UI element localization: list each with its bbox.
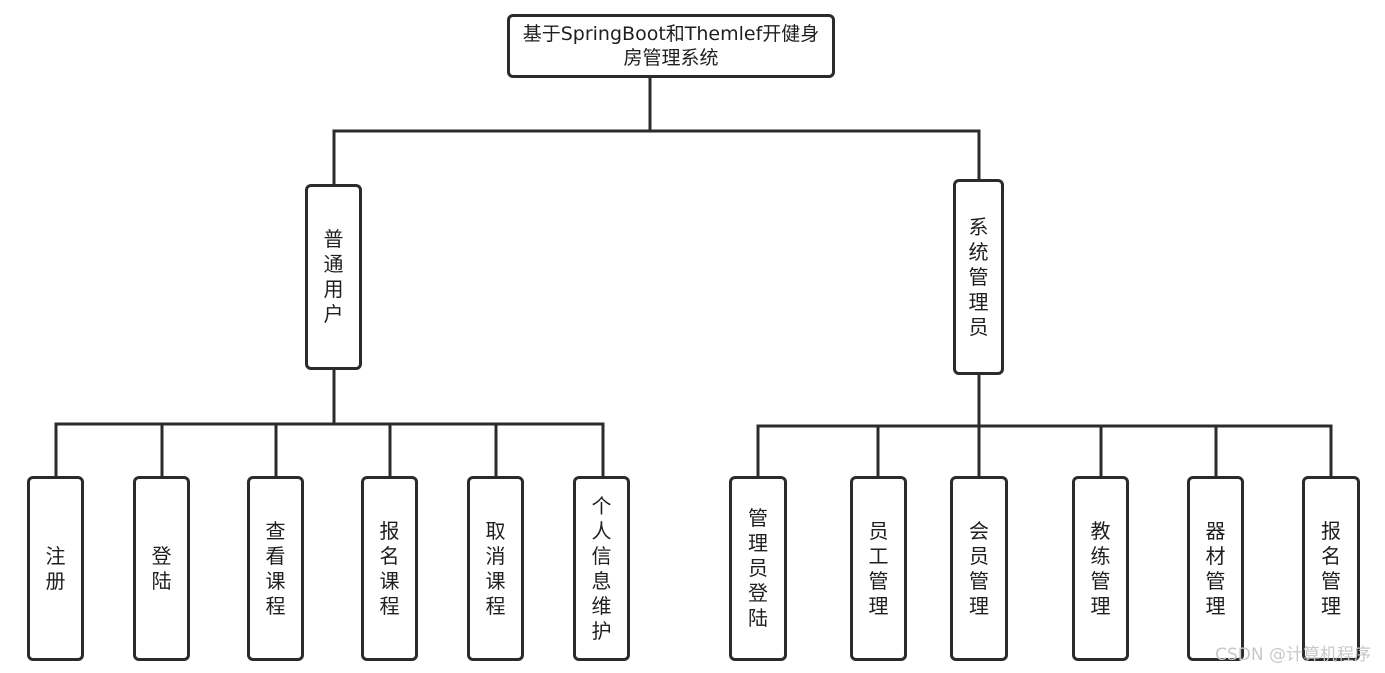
leaf-node: 注册 (27, 476, 84, 661)
leaf-node-label: 管理员登陆 (748, 506, 768, 630)
leaf-node: 器材管理 (1187, 476, 1244, 661)
leaf-node-label: 会员管理 (969, 518, 989, 618)
branch-node-label: 系统管理员 (968, 214, 989, 339)
leaf-node: 报名课程 (361, 476, 418, 661)
leaf-node-label: 报名课程 (379, 518, 400, 618)
leaf-node-label: 登陆 (151, 543, 172, 593)
root-node-label: 基于SpringBoot和Themlef开健身房管理系统 (522, 23, 820, 69)
watermark: CSDN @计算机程序 (1215, 645, 1371, 665)
root-node: 基于SpringBoot和Themlef开健身房管理系统 (507, 14, 835, 78)
leaf-node-label: 报名管理 (1321, 518, 1341, 618)
branch-node-label: 普通用户 (323, 227, 344, 326)
leaf-node: 登陆 (133, 476, 190, 661)
branch-node-regular-user: 普通用户 (305, 184, 362, 370)
leaf-node: 取消课程 (467, 476, 524, 661)
leaf-node: 管理员登陆 (729, 476, 787, 661)
leaf-node: 个人信息维护 (573, 476, 630, 661)
leaf-node-label: 个人信息维护 (591, 493, 612, 643)
leaf-node-label: 注册 (45, 543, 66, 593)
leaf-node-label: 员工管理 (868, 518, 889, 618)
leaf-node: 报名管理 (1302, 476, 1360, 661)
leaf-node: 员工管理 (850, 476, 907, 661)
leaf-node-label: 教练管理 (1090, 518, 1111, 618)
leaf-node-label: 取消课程 (485, 518, 506, 618)
leaf-node: 教练管理 (1072, 476, 1129, 661)
leaf-node: 查看课程 (247, 476, 304, 661)
leaf-node-label: 查看课程 (265, 518, 286, 618)
branch-node-system-admin: 系统管理员 (953, 179, 1004, 375)
leaf-node: 会员管理 (950, 476, 1008, 661)
leaf-node-label: 器材管理 (1205, 518, 1226, 618)
